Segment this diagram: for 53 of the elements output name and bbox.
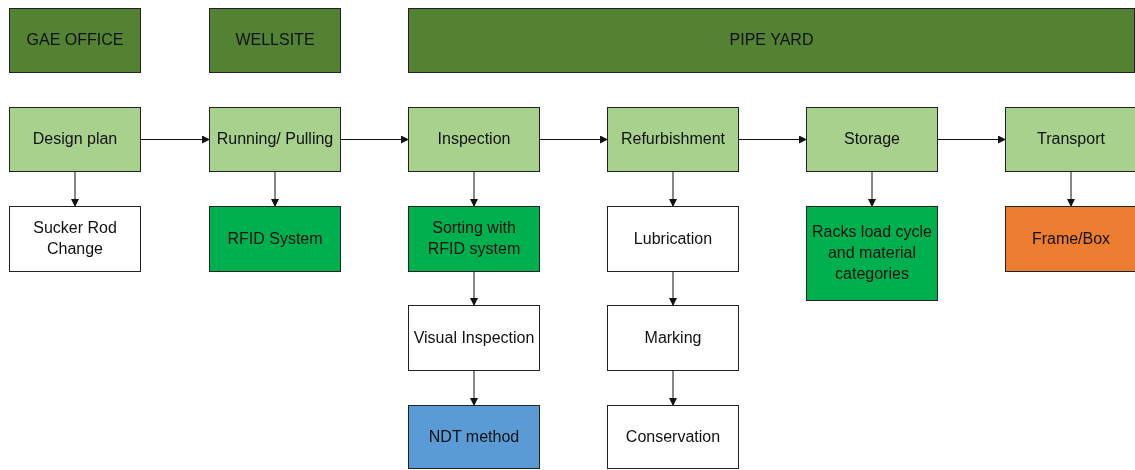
process-box: [9, 107, 141, 172]
arrow: [71, 171, 79, 207]
box-label: GAE OFFICE: [25, 30, 125, 51]
box-label: Design plan: [31, 129, 119, 150]
box-label: Refurbishment: [619, 129, 726, 150]
process-box: [806, 107, 938, 172]
process-box: [1005, 107, 1135, 172]
box-label: Visual Inspection: [412, 327, 536, 348]
arrow: [868, 171, 876, 207]
process-box: [607, 206, 739, 272]
arrow: [669, 271, 677, 306]
arrow: [470, 370, 478, 406]
arrow: [470, 271, 478, 306]
location-header: [408, 8, 1135, 73]
process-box: [408, 206, 540, 272]
arrow: [271, 171, 279, 207]
process-box: [1005, 206, 1135, 272]
box-label: WELLSITE: [234, 30, 316, 51]
box-label: RFID System: [226, 228, 324, 249]
box-label: Sorting with RFID system: [426, 218, 522, 259]
box-label: Racks load cycle and material categories: [810, 222, 933, 284]
process-box: [607, 405, 739, 469]
box-label: Frame/Box: [1030, 228, 1112, 249]
box-label: Storage: [842, 129, 901, 150]
box-label: Inspection: [436, 129, 512, 150]
arrow: [669, 171, 677, 207]
process-box: [408, 107, 540, 172]
process-box: [408, 405, 540, 469]
process-box: [9, 206, 141, 272]
box-label: Lubrication: [632, 228, 714, 249]
box-label: Running/ Pulling: [215, 129, 335, 150]
arrow: [937, 135, 1006, 144]
process-box: [607, 305, 739, 371]
box-label: Marking: [643, 327, 703, 348]
arrow: [340, 135, 409, 144]
arrow: [470, 171, 478, 207]
box-label: Transport: [1036, 129, 1106, 150]
process-box: [209, 206, 341, 272]
box-label: Conservation: [624, 426, 722, 447]
process-box: [806, 206, 938, 301]
process-box: [408, 305, 540, 371]
process-box: [209, 107, 341, 172]
arrow: [1067, 171, 1075, 207]
box-label: NDT method: [427, 426, 521, 447]
arrow: [669, 370, 677, 406]
location-header: [209, 8, 341, 73]
arrow: [738, 135, 807, 144]
location-header: [9, 8, 141, 73]
box-label: PIPE YARD: [728, 30, 815, 51]
arrow: [140, 135, 210, 144]
arrow: [539, 135, 608, 144]
process-box: [607, 107, 739, 172]
box-label: Sucker Rod Change: [32, 218, 118, 259]
